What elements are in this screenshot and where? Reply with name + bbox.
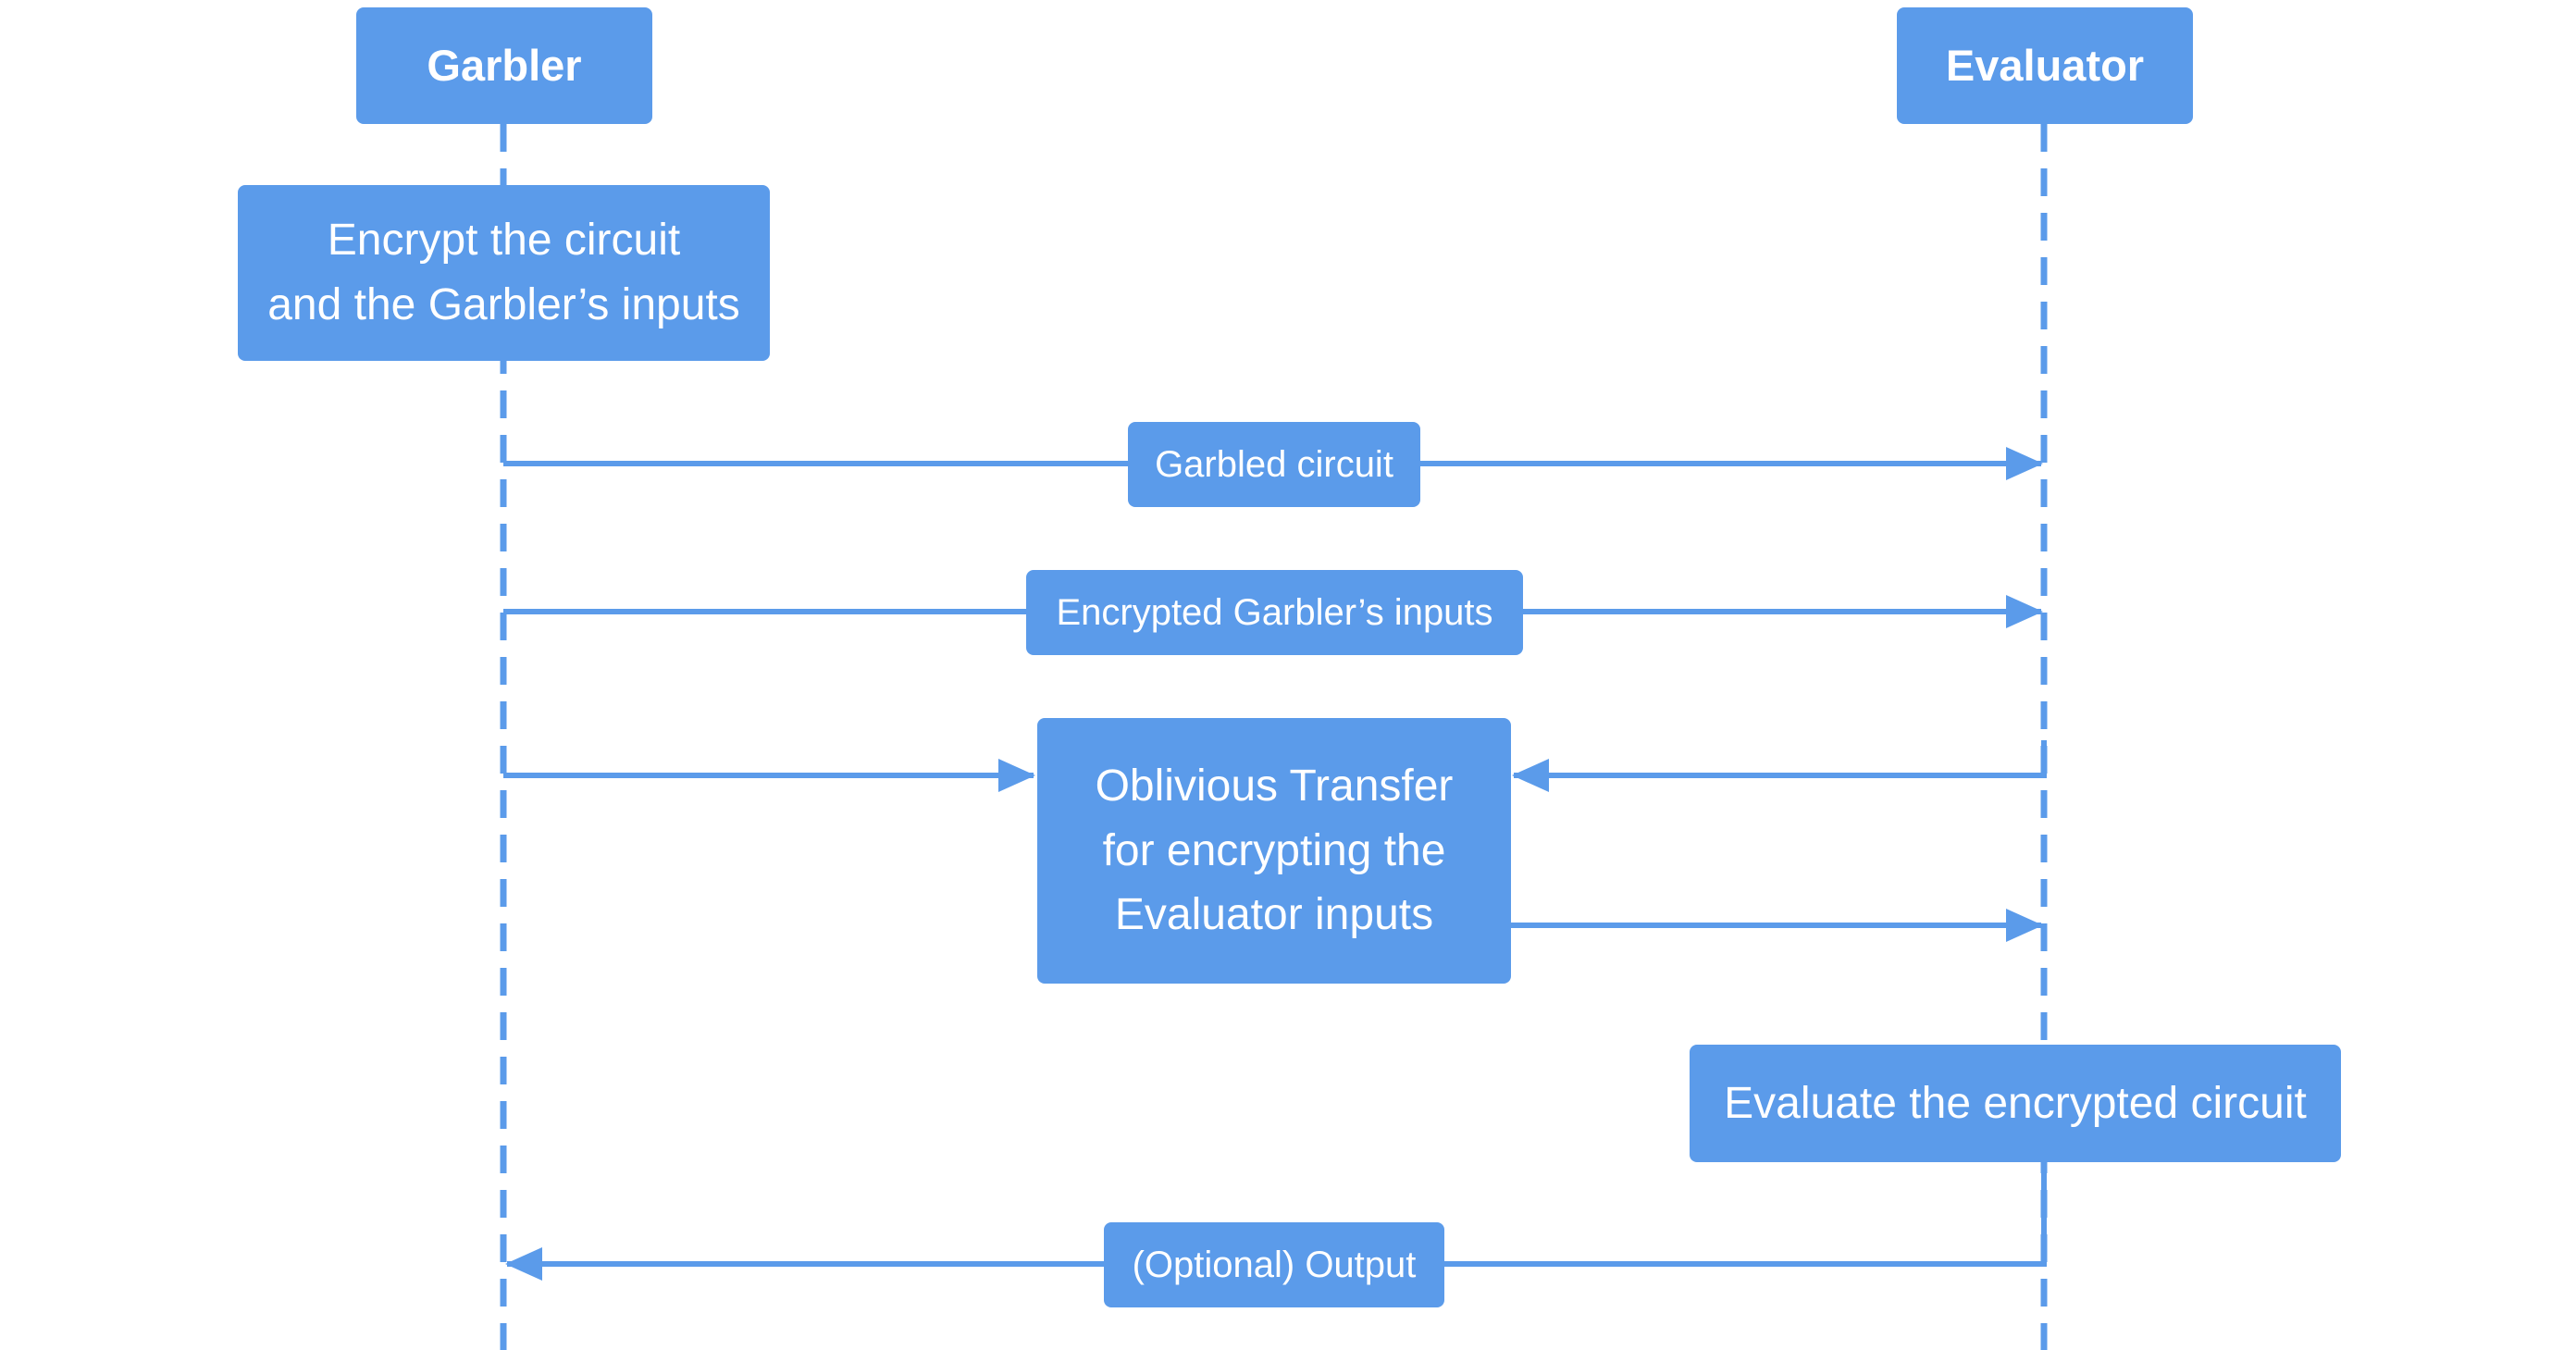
garbled-circuit-label: Garbled circuit [1128, 422, 1420, 507]
garbler-participant: Garbler [356, 7, 652, 124]
evaluate-circuit-step: Evaluate the encrypted circuit [1690, 1045, 2341, 1162]
evaluator-to-ot-arrow [1512, 740, 2047, 792]
encrypted-inputs-label: Encrypted Garbler’s inputs [1026, 570, 1523, 655]
encrypt-circuit-step: Encrypt the circuit and the Garbler’s in… [238, 185, 770, 361]
oblivious-transfer-step: Oblivious Transfer for encrypting the Ev… [1037, 718, 1511, 984]
evaluator-participant: Evaluator [1897, 7, 2193, 124]
output-arrow [505, 1164, 2047, 1281]
output-label: (Optional) Output [1104, 1222, 1444, 1307]
